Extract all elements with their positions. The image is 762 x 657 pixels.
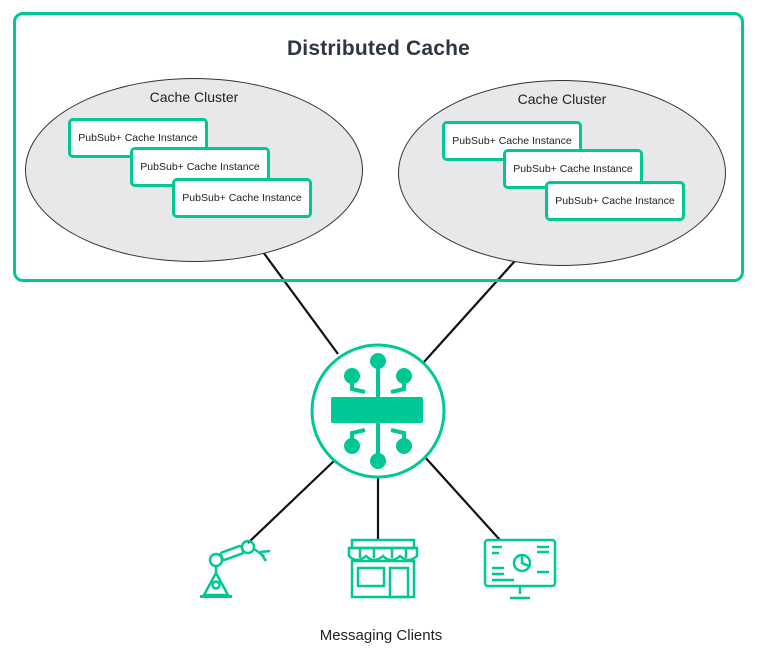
cache-cluster-1: Cache Cluster <box>25 78 363 262</box>
event-broker-icon <box>310 343 446 479</box>
storefront-icon <box>347 538 419 599</box>
dashboard-monitor-icon <box>483 538 557 600</box>
connector-broker-client-3 <box>423 455 501 541</box>
distributed-cache-group: Distributed Cache <box>13 12 744 282</box>
cache-instance: PubSub+ Cache Instance <box>172 178 312 218</box>
cache-instance: PubSub+ Cache Instance <box>545 181 685 221</box>
messaging-clients-label: Messaging Clients <box>319 627 443 644</box>
connector-broker-client-1 <box>247 459 336 544</box>
robotic-arm-icon <box>200 539 271 598</box>
diagram-title: Distributed Cache <box>286 37 471 60</box>
cluster-label: Cache Cluster <box>517 91 607 107</box>
cluster-label: Cache Cluster <box>149 89 239 105</box>
